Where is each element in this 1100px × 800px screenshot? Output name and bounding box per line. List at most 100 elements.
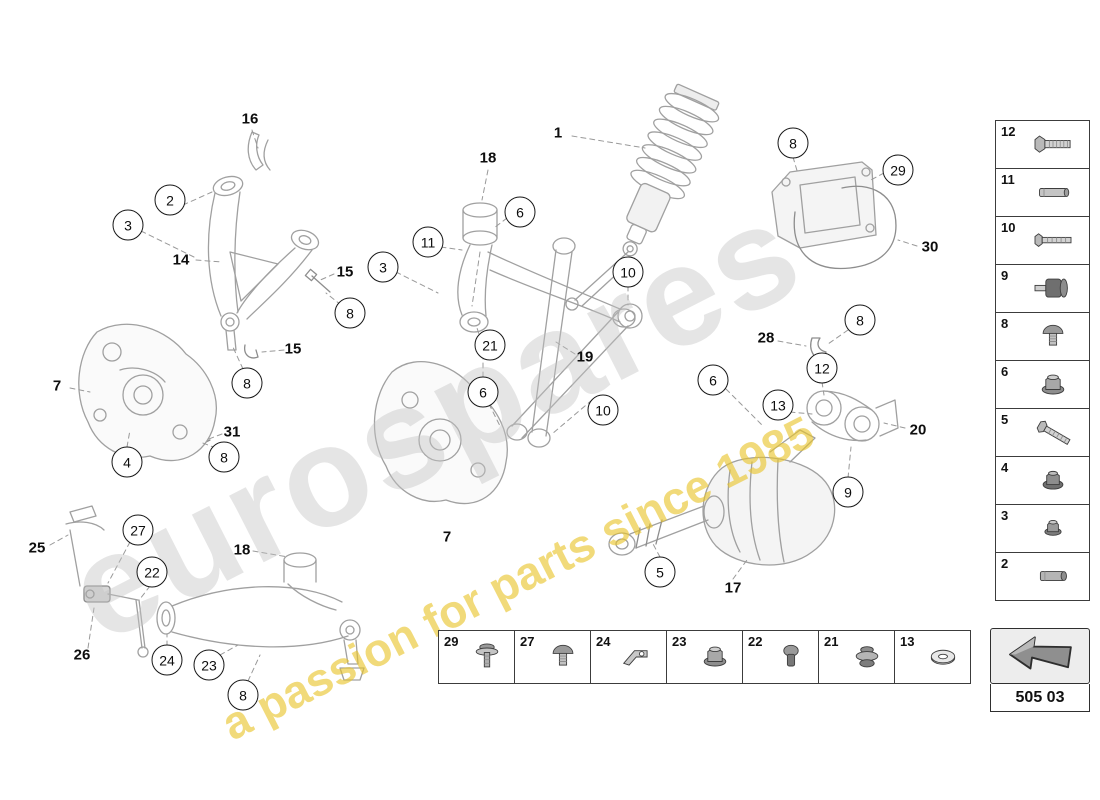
washer-disc-icon: [915, 639, 970, 675]
sidebar-item-3[interactable]: 3: [995, 504, 1090, 553]
lower-control-arm: [156, 552, 365, 681]
hex-bolt-long-icon: [1016, 127, 1089, 163]
callout-circle-2[interactable]: 2: [154, 184, 186, 216]
bottom-row-item-27[interactable]: 27: [514, 630, 591, 684]
back-arrow-icon: [1002, 629, 1078, 684]
part-number: 24: [596, 634, 611, 649]
direction-arrow-box[interactable]: [990, 628, 1090, 684]
callout-label-15[interactable]: 15: [284, 340, 302, 358]
part-number: 11: [1001, 172, 1015, 187]
callout-label-25[interactable]: 25: [28, 539, 46, 557]
callout-circle-6[interactable]: 6: [697, 364, 729, 396]
callout-circle-29[interactable]: 29: [882, 154, 914, 186]
part-code-box: 505 03: [990, 684, 1090, 712]
callout-circle-10[interactable]: 10: [612, 256, 644, 288]
bracket-assembly: [771, 161, 897, 270]
flange-nut-icon: [1016, 367, 1089, 403]
sidebar-item-6[interactable]: 6: [995, 360, 1090, 409]
bolt-thin-long-icon: [1016, 223, 1089, 259]
callout-label-30[interactable]: 30: [921, 238, 939, 256]
callout-circle-6[interactable]: 6: [467, 376, 499, 408]
sidebar-item-8[interactable]: 8: [995, 312, 1090, 361]
callout-label-18[interactable]: 18: [479, 149, 497, 167]
callout-label-16[interactable]: 16: [241, 110, 259, 128]
callout-label-18[interactable]: 18: [233, 541, 251, 559]
callout-circle-22[interactable]: 22: [136, 556, 168, 588]
ball-stud-icon: [763, 639, 818, 675]
bottom-row-item-29[interactable]: 29: [438, 630, 515, 684]
callout-circle-3[interactable]: 3: [112, 209, 144, 241]
sidebar-item-4[interactable]: 4: [995, 456, 1090, 505]
fastener-bottom-row: 29 27 24 23 22 21 13: [438, 630, 971, 684]
sidebar-item-2[interactable]: 2: [995, 552, 1090, 601]
callout-circle-8[interactable]: 8: [208, 441, 240, 473]
callout-label-7[interactable]: 7: [52, 377, 62, 395]
callout-circle-10[interactable]: 10: [587, 394, 619, 426]
dome-screw-icon: [535, 639, 590, 675]
callout-circle-6[interactable]: 6: [504, 196, 536, 228]
sidebar-item-12[interactable]: 12: [995, 120, 1090, 169]
washer-screw-icon: [459, 639, 514, 675]
flange-nut-dark-icon: [1016, 463, 1089, 499]
callout-label-17[interactable]: 17: [724, 579, 742, 597]
sidebar-item-10[interactable]: 10: [995, 216, 1090, 265]
callout-circle-21[interactable]: 21: [474, 329, 506, 361]
part-number: 23: [672, 634, 687, 649]
callout-circle-4[interactable]: 4: [111, 446, 143, 478]
callout-label-31[interactable]: 31: [223, 423, 241, 441]
bottom-row-item-22[interactable]: 22: [742, 630, 819, 684]
callout-circle-8[interactable]: 8: [777, 127, 809, 159]
part-number: 21: [824, 634, 839, 649]
part-number: 27: [520, 634, 535, 649]
callout-circle-27[interactable]: 27: [122, 514, 154, 546]
sidebar-item-5[interactable]: 5: [995, 408, 1090, 457]
part-code: 505 03: [1015, 688, 1065, 706]
part-number: 12: [1001, 124, 1016, 139]
callout-circle-8[interactable]: 8: [231, 367, 263, 399]
callout-label-15[interactable]: 15: [336, 263, 354, 281]
part-number: 13: [900, 634, 915, 649]
mount-assembly: [806, 337, 899, 442]
callout-circle-3[interactable]: 3: [367, 251, 399, 283]
part-number: 6: [1001, 364, 1009, 379]
fork-bracket: [247, 131, 271, 171]
callout-label-28[interactable]: 28: [757, 329, 775, 347]
callout-circle-8[interactable]: 8: [844, 304, 876, 336]
callout-label-14[interactable]: 14: [172, 251, 190, 269]
callout-circle-8[interactable]: 8: [334, 297, 366, 329]
suspension-links: [506, 237, 636, 448]
bottom-row-item-13[interactable]: 13: [894, 630, 971, 684]
grommet-nut-icon: [839, 639, 894, 675]
callout-circle-8[interactable]: 8: [227, 679, 259, 711]
flange-nut-small-icon: [1016, 511, 1089, 547]
upper-rear-control-arm: [207, 175, 320, 351]
callout-label-7[interactable]: 7: [442, 528, 452, 546]
callout-label-20[interactable]: 20: [909, 421, 927, 439]
callout-circle-9[interactable]: 9: [832, 476, 864, 508]
callout-circle-5[interactable]: 5: [644, 556, 676, 588]
dowel-pin-icon: [1016, 175, 1089, 211]
bottom-row-item-24[interactable]: 24: [590, 630, 667, 684]
callout-circle-11[interactable]: 11: [412, 226, 444, 258]
callout-label-19[interactable]: 19: [576, 348, 594, 366]
callout-label-26[interactable]: 26: [73, 646, 91, 664]
bolt-bushing-icon: [1016, 271, 1089, 307]
flange-nut-icon: [687, 639, 742, 675]
callout-circle-24[interactable]: 24: [151, 644, 183, 676]
part-number: 2: [1001, 556, 1009, 571]
callout-label-1[interactable]: 1: [553, 124, 563, 142]
bottom-row-item-21[interactable]: 21: [818, 630, 895, 684]
bottom-row-item-23[interactable]: 23: [666, 630, 743, 684]
part-number: 9: [1001, 268, 1009, 283]
upper-control-arm-mid: [457, 202, 643, 333]
callout-circle-12[interactable]: 12: [806, 352, 838, 384]
callout-circle-13[interactable]: 13: [762, 389, 794, 421]
dome-screw-icon: [1016, 319, 1089, 355]
sidebar-item-11[interactable]: 11: [995, 168, 1090, 217]
sidebar-item-9[interactable]: 9: [995, 264, 1090, 313]
callout-circle-23[interactable]: 23: [193, 649, 225, 681]
shock-absorber: [622, 83, 720, 257]
sleeve-icon: [1016, 559, 1089, 595]
